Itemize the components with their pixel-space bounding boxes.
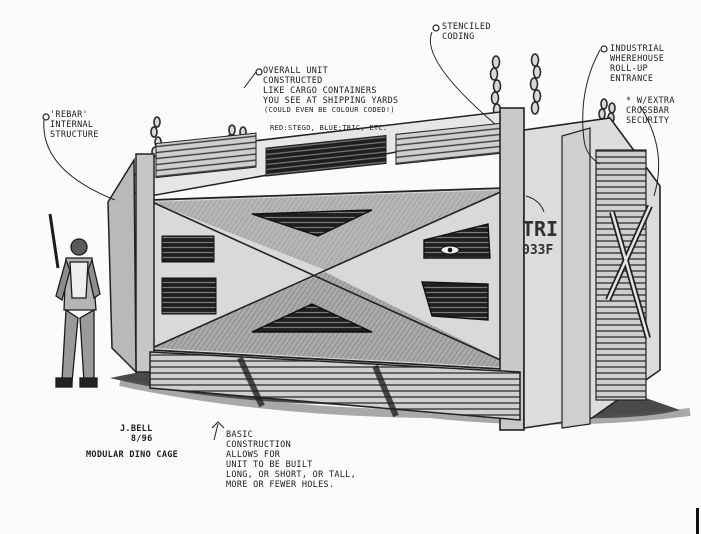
stencil-code-line2: 033F xyxy=(522,243,553,258)
note-roll-up: INDUSTRIAL WHEREHOUSE ROLL-UP ENTRANCE xyxy=(610,44,665,84)
grille-left-lower xyxy=(161,277,217,315)
artist-signature: J.BELL 8/96 xyxy=(120,424,153,444)
note-crossbar: * W/EXTRA CROSSBAR SECURITY xyxy=(626,96,675,126)
grille-top-center xyxy=(251,209,373,237)
grille-left-upper xyxy=(161,235,215,263)
note-colour-examples: RED:STEGO, BLUE:TRIC, ETC. xyxy=(270,124,388,132)
annotation-bullets xyxy=(42,24,608,121)
corner-post-left xyxy=(135,153,155,373)
annotation-leaders xyxy=(43,31,660,441)
page-edge-mark xyxy=(696,508,699,534)
top-grille xyxy=(265,134,387,177)
top-slat-panel-left xyxy=(155,132,257,179)
left-end-cap xyxy=(107,157,137,374)
note-stenciled: STENCILED CODING xyxy=(442,22,491,42)
note-rebar: 'REBAR' INTERNAL STRUCTURE xyxy=(50,110,99,140)
grille-right-lower xyxy=(421,281,489,321)
drawing-title: MODULAR DINO CAGE xyxy=(86,450,179,460)
note-basic-construction: BASIC CONSTRUCTION ALLOWS FOR UNIT TO BE… xyxy=(226,430,357,490)
ground-shadow-soft xyxy=(119,378,691,425)
grille-eye-window xyxy=(423,223,491,259)
stencil-code-line1: TRI xyxy=(522,217,558,241)
end-panel-face xyxy=(561,127,591,429)
note-overall-unit: OVERALL UNIT CONSTRUCTED LIKE CARGO CONT… xyxy=(263,66,399,106)
note-colour-coded: (COULD EVEN BE COLOUR CODED!) xyxy=(264,106,395,114)
grille-bottom-center xyxy=(251,303,373,333)
soldier-scale-figure xyxy=(48,213,101,388)
